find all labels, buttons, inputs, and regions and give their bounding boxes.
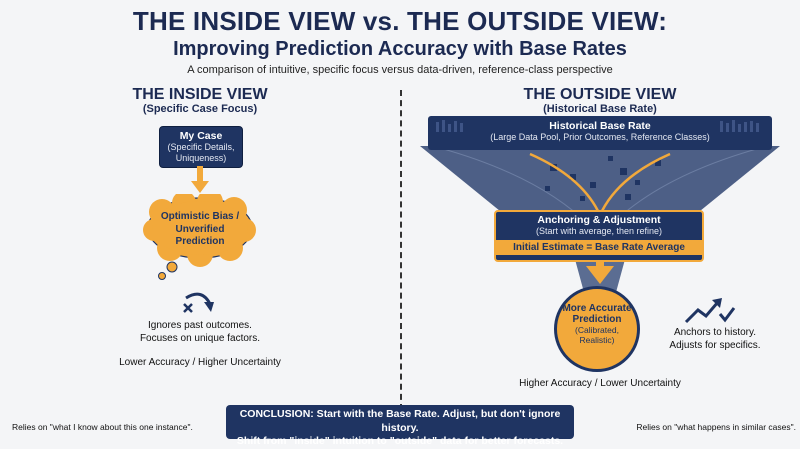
anchoring-box: Anchoring & Adjustment (Start with avera…	[494, 210, 704, 262]
curved-arrow-x-icon	[183, 292, 214, 313]
anchors-text: Anchors to history. Adjusts for specific…	[650, 327, 780, 352]
base-rate-title: Historical Base Rate	[549, 120, 651, 132]
down-arrow-icon	[191, 166, 209, 193]
my-case-title: My Case	[179, 130, 223, 142]
conclusion-line-1: CONCLUSION: Start with the Base Rate. Ad…	[239, 408, 561, 434]
outside-footnote: Relies on "what happens in similar cases…	[636, 422, 796, 432]
thought-cloud-icon	[143, 194, 256, 280]
accurate-line-2: Prediction	[572, 314, 622, 325]
column-divider	[400, 90, 402, 410]
outside-view-subheading: (Historical Base Rate)	[543, 103, 657, 115]
anchors-line-2: Adjusts for specifics.	[669, 339, 761, 351]
page-description: A comparison of intuitive, specific focu…	[187, 64, 613, 76]
anchors-line-1: Anchors to history.	[673, 327, 757, 338]
anchoring-title: Anchoring & Adjustment	[537, 214, 661, 226]
trend-up-check-icon	[684, 298, 736, 324]
more-accurate-prediction-circle: More Accurate Prediction (Calibrated, Re…	[554, 286, 640, 372]
my-case-detail-2: Uniqueness)	[175, 152, 227, 163]
page-title: THE INSIDE VIEW vs. THE OUTSIDE VIEW:	[132, 6, 668, 36]
historical-base-rate-box: Historical Base Rate (Large Data Pool, P…	[430, 118, 770, 143]
accurate-line-1: More Accurate	[562, 303, 632, 314]
outside-accuracy: Higher Accuracy / Lower Uncertainty	[519, 378, 681, 389]
accurate-line-4: Realistic)	[579, 335, 615, 345]
inside-view-heading: THE INSIDE VIEW	[132, 86, 268, 103]
inside-footnote: Relies on "what I know about this one in…	[12, 422, 193, 432]
bias-line-3: Prediction	[175, 236, 225, 247]
conclusion-line-2: Shift from "inside" intuition to "outsid…	[236, 435, 564, 448]
ignores-line-1: Ignores past outcomes.	[148, 320, 252, 331]
bias-line-1: Optimistic Bias /	[160, 211, 240, 222]
inside-accuracy: Lower Accuracy / Higher Uncertainty	[119, 357, 281, 368]
page-subtitle: Improving Prediction Accuracy with Base …	[173, 38, 627, 60]
optimistic-bias-text: Optimistic Bias / Unverified Prediction	[150, 211, 250, 249]
initial-estimate: Initial Estimate = Base Rate Average	[496, 239, 702, 255]
ignores-text: Ignores past outcomes. Focuses on unique…	[120, 320, 280, 345]
anchoring-detail: (Start with average, then refine)	[535, 226, 663, 236]
conclusion-box: CONCLUSION: Start with the Base Rate. Ad…	[226, 405, 574, 447]
outside-view-heading: THE OUTSIDE VIEW	[523, 86, 677, 103]
inside-view-subheading: (Specific Case Focus)	[142, 103, 258, 115]
base-rate-detail: (Large Data Pool, Prior Outcomes, Refere…	[490, 132, 710, 142]
my-case-detail-1: (Specific Details,	[167, 142, 235, 152]
accurate-line-3: (Calibrated,	[575, 325, 619, 335]
ignores-line-2: Focuses on unique factors.	[139, 332, 261, 344]
my-case-box: My Case (Specific Details, Uniqueness)	[159, 126, 243, 168]
bias-line-2: Unverified	[175, 223, 225, 235]
